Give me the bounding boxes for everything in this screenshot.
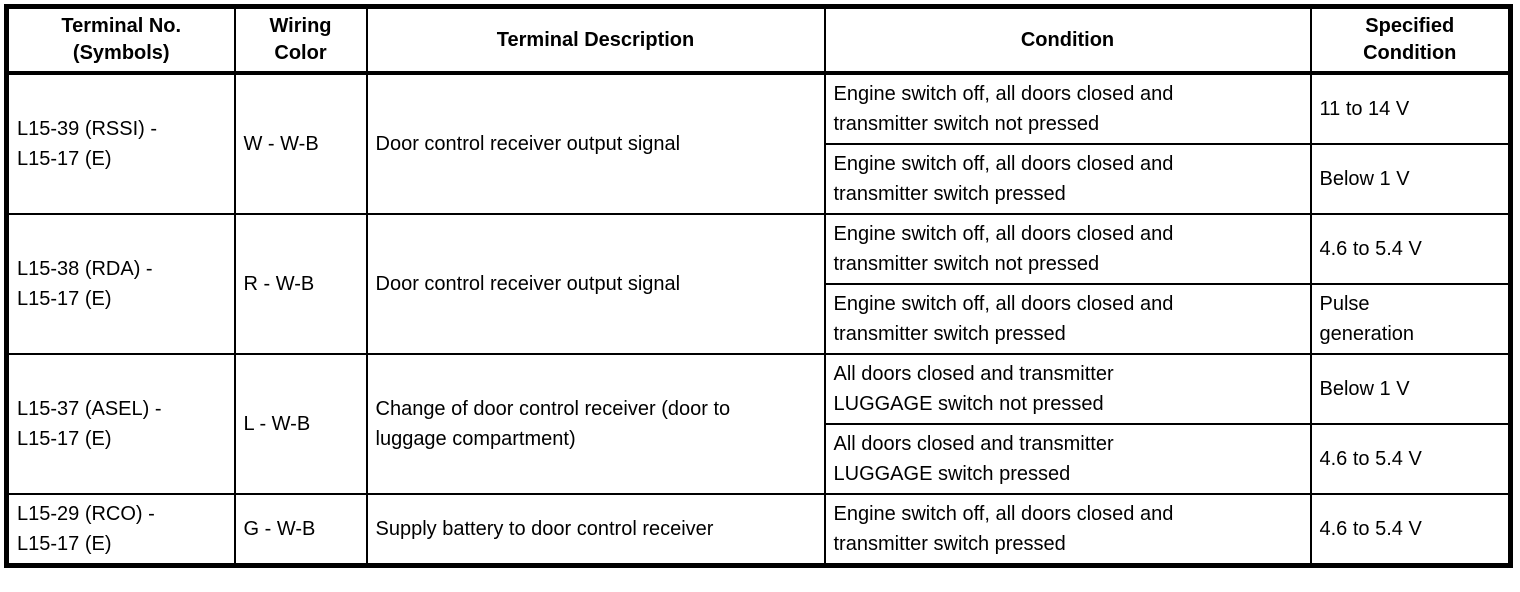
- specified-condition-cell: Pulse generation: [1309, 283, 1512, 355]
- wiring-color-cell: L - W-B: [233, 353, 368, 495]
- condition-cell: Engine switch off, all doors closed and …: [823, 283, 1312, 355]
- description-cell: Door control receiver output signal: [365, 72, 826, 215]
- description-cell: Supply battery to door control receiver: [365, 493, 826, 567]
- header-wiring-color: Wiring Color: [233, 5, 368, 75]
- description-cell: Door control receiver output signal: [365, 213, 826, 355]
- header-row: Terminal No. (Symbols) Wiring Color Term…: [5, 5, 1512, 75]
- condition-cell: Engine switch off, all doors closed and …: [823, 143, 1312, 215]
- specified-condition-cell: Below 1 V: [1309, 143, 1512, 215]
- table-row: Engine switch off, all doors closed and …: [7, 143, 1512, 215]
- table-row: Engine switch off, all doors closed and …: [7, 283, 1512, 355]
- terminal-cell: L15-37 (ASEL) - L15-17 (E): [5, 353, 236, 495]
- condition-cell: Engine switch off, all doors closed and …: [823, 72, 1312, 145]
- terminal-spec-table: Terminal No. (Symbols) Wiring Color Term…: [4, 4, 1513, 568]
- specified-condition-cell: 4.6 to 5.4 V: [1309, 213, 1512, 285]
- wiring-color-cell: W - W-B: [233, 72, 368, 215]
- header-terminal-description: Terminal Description: [365, 5, 826, 75]
- wiring-color-cell: R - W-B: [233, 213, 368, 355]
- terminal-cell: L15-39 (RSSI) - L15-17 (E): [5, 72, 236, 215]
- condition-cell: All doors closed and transmitter LUGGAGE…: [823, 353, 1312, 425]
- wiring-color-cell: G - W-B: [233, 493, 368, 567]
- table-row: L15-37 (ASEL) - L15-17 (E) L - W-B Chang…: [5, 353, 1512, 495]
- header-terminal-no: Terminal No. (Symbols): [5, 5, 236, 75]
- document-page: Terminal No. (Symbols) Wiring Color Term…: [4, 4, 1513, 568]
- table-row: L15-29 (RCO) - L15-17 (E) G - W-B Supply…: [5, 493, 1512, 567]
- specified-condition-cell: 11 to 14 V: [1309, 72, 1512, 145]
- terminal-cell: L15-29 (RCO) - L15-17 (E): [5, 493, 236, 567]
- header-condition: Condition: [823, 5, 1312, 75]
- condition-cell: Engine switch off, all doors closed and …: [823, 493, 1312, 567]
- table-row: All doors closed and transmitter LUGGAGE…: [7, 423, 1512, 495]
- table-row: L15-39 (RSSI) - L15-17 (E) W - W-B Door …: [5, 72, 1512, 215]
- specified-condition-cell: 4.6 to 5.4 V: [1309, 423, 1512, 495]
- condition-cell: All doors closed and transmitter LUGGAGE…: [823, 423, 1312, 495]
- specified-condition-cell: 4.6 to 5.4 V: [1309, 493, 1512, 567]
- condition-cell: Engine switch off, all doors closed and …: [823, 213, 1312, 285]
- header-specified-condition: Specified Condition: [1309, 5, 1512, 75]
- description-cell: Change of door control receiver (door to…: [365, 353, 826, 495]
- terminal-cell: L15-38 (RDA) - L15-17 (E): [5, 213, 236, 355]
- table-row: L15-38 (RDA) - L15-17 (E) R - W-B Door c…: [5, 213, 1512, 355]
- specified-condition-cell: Below 1 V: [1309, 353, 1512, 425]
